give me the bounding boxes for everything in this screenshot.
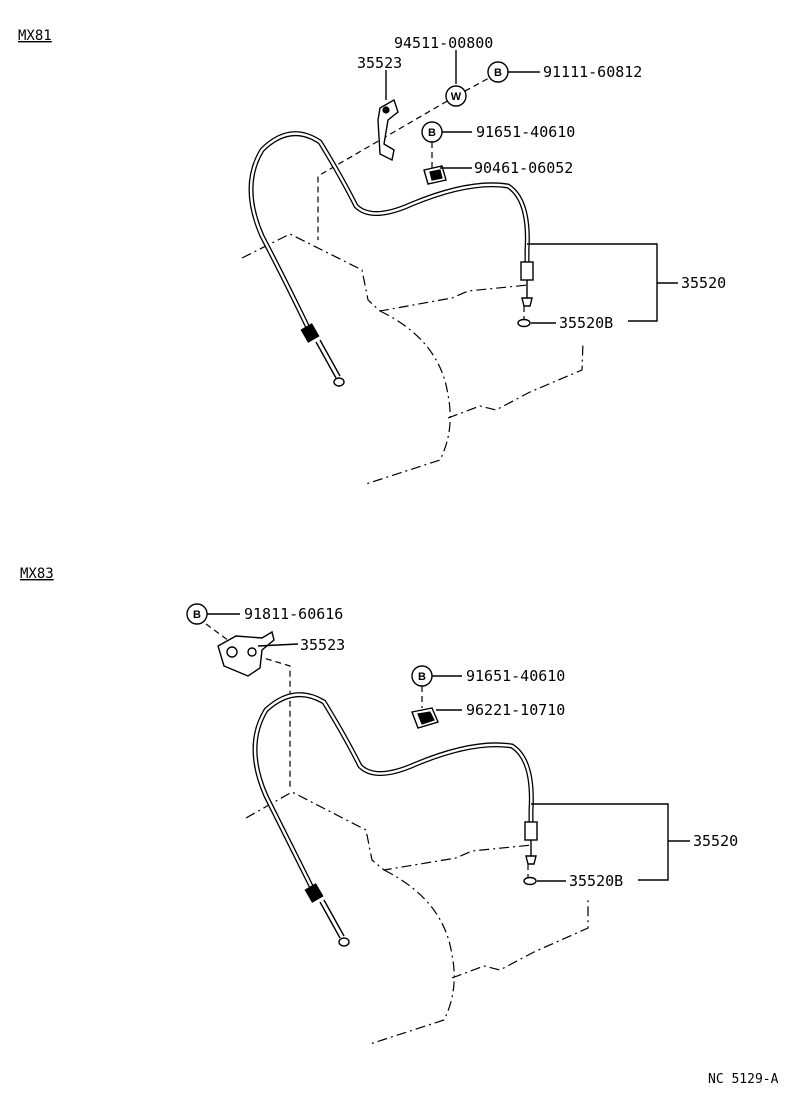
transmission-flange — [447, 341, 584, 419]
bracket-part — [377, 98, 399, 162]
label-washer: 94511-00800 — [394, 34, 493, 52]
svg-text:B: B — [494, 67, 502, 79]
seal-ring-icon — [523, 876, 537, 886]
transmission-case-curve — [365, 310, 451, 485]
figure-code: NC 5129-A — [708, 1072, 779, 1087]
svg-text:B: B — [418, 671, 426, 683]
label-bolt-top: 91811-60616 — [244, 605, 343, 623]
label-bolt-w: 91111-60812 — [543, 63, 642, 81]
label-cable-assy: 35520 — [681, 274, 726, 292]
label-seal: 35520B — [559, 314, 613, 332]
cable-end-left — [300, 323, 345, 387]
transmission-outline — [245, 791, 533, 871]
badge-b-icon: B — [487, 61, 509, 83]
dashed-leader-bracket-2 — [317, 95, 457, 240]
svg-text:W: W — [451, 91, 462, 103]
badge-b-icon: B — [411, 665, 433, 687]
label-cable-assy: 35520 — [693, 832, 738, 850]
clip-part — [423, 165, 447, 185]
transmission-outline — [241, 233, 529, 312]
badge-b-icon: B — [421, 121, 443, 143]
label-clip: 96221-10710 — [466, 701, 565, 719]
cable-end-right — [520, 261, 534, 307]
clip-part — [411, 707, 439, 729]
model-label-mx83: MX83 — [20, 566, 54, 582]
section-mx81: MX81 — [18, 28, 726, 485]
section-mx83: MX83 — [20, 566, 738, 1045]
svg-text:B: B — [193, 609, 201, 621]
callout-bracket — [257, 643, 299, 647]
label-bolt-b: 91651-40610 — [466, 667, 565, 685]
model-label-mx81: MX81 — [18, 28, 52, 44]
cable-end-left — [304, 883, 350, 947]
cable-end-right — [524, 821, 538, 865]
seal-ring-icon — [517, 318, 531, 328]
callout-cable-assy — [527, 243, 658, 322]
label-seal: 35520B — [569, 872, 623, 890]
label-clip: 90461-06052 — [474, 159, 573, 177]
label-bracket: 35523 — [300, 636, 345, 654]
badge-w-icon: W — [445, 85, 467, 107]
callout-cable-assy — [531, 803, 669, 881]
dashed-leader-bracket — [205, 623, 291, 790]
label-bolt-b: 91651-40610 — [476, 123, 575, 141]
transmission-case-curve — [369, 869, 455, 1045]
label-bracket: 35523 — [357, 54, 402, 72]
shift-cable — [252, 692, 534, 899]
transmission-flange — [451, 900, 589, 979]
badge-b-icon: B — [186, 603, 208, 625]
svg-text:B: B — [428, 127, 436, 139]
